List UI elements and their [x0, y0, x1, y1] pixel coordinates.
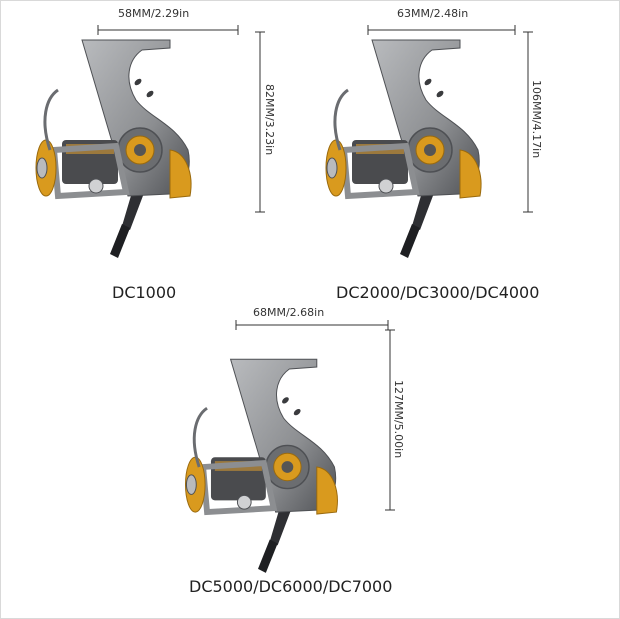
reel-panel-2: 63MM/2.48in 106MM/4.17in DC2000/DC3000/D… — [300, 0, 620, 302]
line-roller — [378, 178, 394, 194]
reel-drawing — [35, 39, 192, 258]
handle-knob — [258, 539, 278, 573]
stem-slot — [424, 78, 432, 86]
model-label: DC1000 — [112, 283, 177, 302]
line-roller — [236, 494, 252, 510]
model-label: DC2000/DC3000/DC4000 — [336, 283, 540, 302]
reel-image-dc5000-dc7000 — [184, 320, 395, 573]
handle-knob — [110, 224, 130, 258]
reel-panel-3: 68MM/2.68in 127MM/5.00in DC5000/DC6000/D… — [150, 300, 470, 615]
stem-slot — [134, 78, 142, 86]
stem-slot — [282, 397, 289, 404]
model-label: DC5000/DC6000/DC7000 — [189, 577, 393, 596]
reel-image-dc1000 — [35, 25, 265, 258]
stem-slot — [293, 408, 301, 416]
bail-wire — [333, 88, 349, 151]
reel-image-dc2000-dc4000 — [325, 25, 533, 258]
rotor — [199, 459, 278, 516]
bail-wire — [192, 406, 208, 468]
drag-knob — [326, 157, 338, 179]
rotor — [340, 142, 420, 200]
handle-knob — [400, 224, 420, 258]
gear-center — [424, 144, 436, 156]
stem-slot — [146, 90, 154, 98]
gold-end-cap — [316, 466, 338, 515]
dimension-lines — [97, 25, 265, 213]
gold-end-cap — [459, 149, 482, 199]
width-dimension-label: 58MM/2.29in — [118, 7, 190, 20]
dimension-lines — [235, 320, 395, 511]
drag-knob — [36, 157, 48, 179]
line-roller — [88, 178, 104, 194]
reel-drawing — [184, 358, 338, 573]
gear-center — [134, 144, 146, 156]
drag-knob — [185, 474, 197, 495]
height-dimension-label: 82MM/3.23in — [263, 84, 276, 156]
gear-center — [281, 461, 294, 473]
stem-slot — [436, 90, 444, 98]
rotor — [50, 142, 130, 200]
dimension-lines — [367, 25, 533, 213]
width-dimension-label: 63MM/2.48in — [397, 7, 469, 20]
bail-wire — [43, 88, 59, 151]
width-dimension-label: 68MM/2.68in — [253, 306, 325, 319]
reel-panel-1: 58MM/2.29in 82MM/3.23in DC1000 — [0, 0, 300, 302]
height-dimension-label: 106MM/4.17in — [530, 80, 543, 159]
reel-drawing — [325, 39, 482, 258]
height-dimension-label: 127MM/5.00in — [392, 380, 405, 459]
gold-end-cap — [169, 149, 192, 199]
